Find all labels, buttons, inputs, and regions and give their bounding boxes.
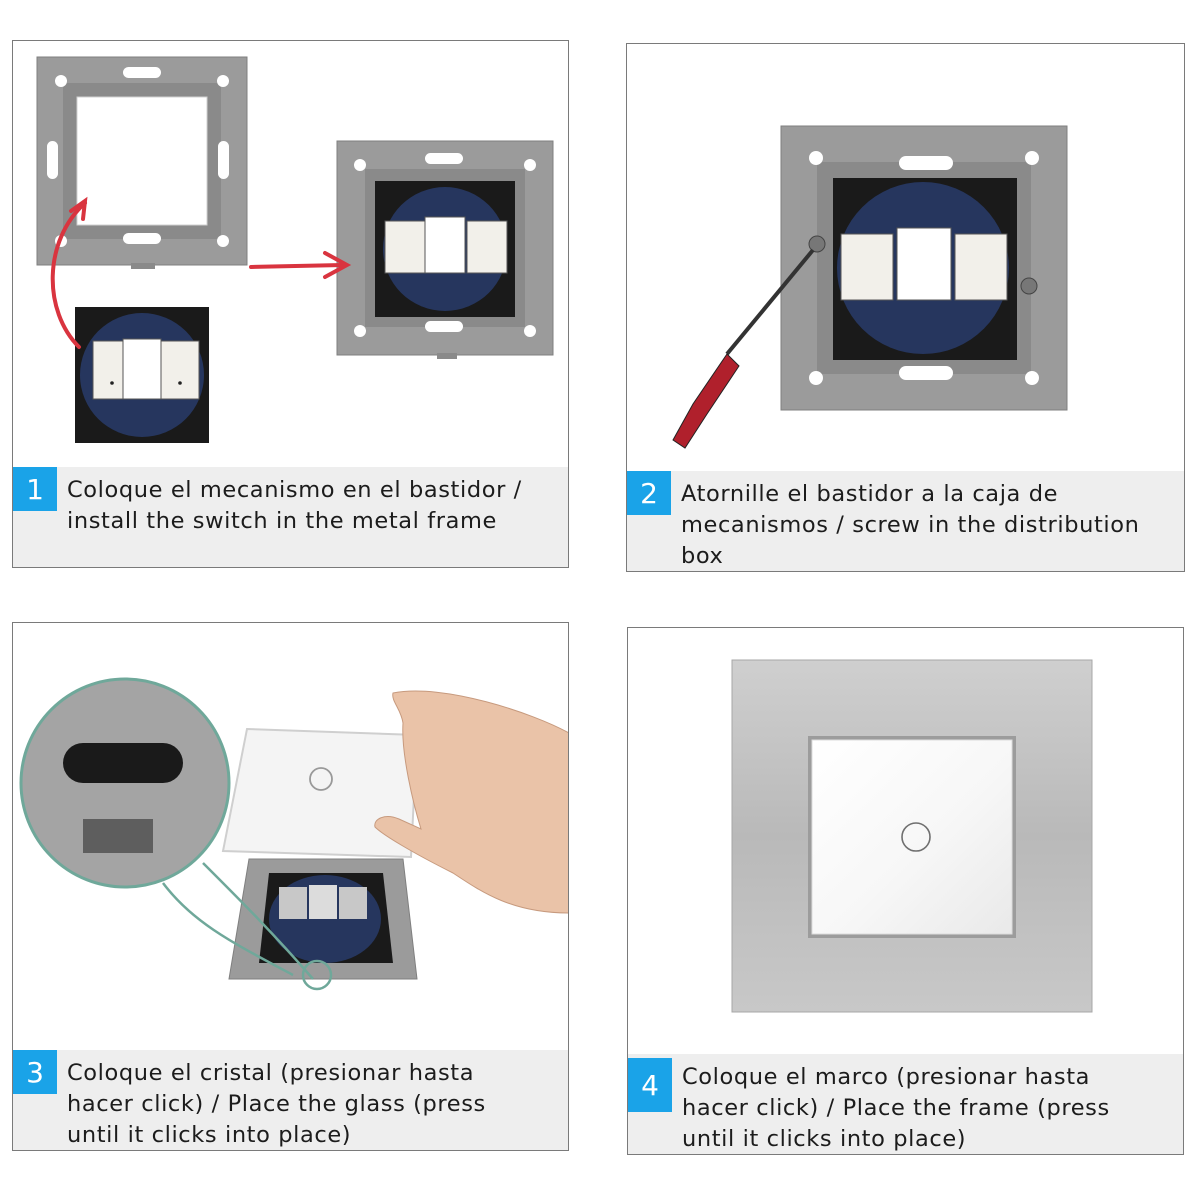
glass-touch-panel: [811, 739, 1013, 935]
step-4-panel: 4 Coloque el marco (presionar hasta hace…: [627, 627, 1184, 1155]
step-1-text: Coloque el mecanismo en el bastidor / in…: [67, 477, 522, 534]
step-2-text: Atornille el bastidor a la caja de mecan…: [681, 481, 1140, 569]
assembled-frame: [336, 140, 554, 359]
screwdriver-icon: [672, 248, 815, 449]
zoom-callout: [19, 677, 333, 991]
step-2-panel: 2 Atornille el bastidor a la caja de mec…: [626, 43, 1185, 572]
step-number-badge: 4: [628, 1058, 672, 1112]
arrow-icon: [50, 196, 352, 349]
step-2-illustration: [672, 125, 1068, 449]
step-4-caption: 4 Coloque el marco (presionar hasta hace…: [628, 1054, 1183, 1154]
step-3-caption: 3 Coloque el cristal (presionar hasta ha…: [13, 1050, 568, 1150]
step-4-text: Coloque el marco (presionar hasta hacer …: [682, 1064, 1110, 1152]
step-1-panel: 1 Coloque el mecanismo en el bastidor / …: [12, 40, 569, 568]
switch-mechanism: [75, 307, 209, 443]
metal-frame: [780, 125, 1068, 411]
step-number-badge: 1: [13, 467, 57, 511]
step-2-caption: 2 Atornille el bastidor a la caja de mec…: [627, 471, 1184, 571]
step-1-caption: 1 Coloque el mecanismo en el bastidor / …: [13, 467, 568, 567]
step-1-illustration: [36, 56, 554, 443]
step-3-panel: 3 Coloque el cristal (presionar hasta ha…: [12, 622, 569, 1151]
step-4-illustration: [731, 659, 1093, 1013]
glass-panel: [221, 727, 419, 859]
step-number-badge: 2: [627, 471, 671, 515]
step-3-text: Coloque el cristal (presionar hasta hace…: [67, 1060, 486, 1148]
mounted-mechanism: [228, 858, 418, 980]
step-3-illustration: [19, 677, 568, 991]
hand-icon: [374, 690, 568, 914]
touch-button-icon: [901, 822, 931, 852]
step-number-badge: 3: [13, 1050, 57, 1094]
empty-metal-frame: [36, 56, 248, 269]
